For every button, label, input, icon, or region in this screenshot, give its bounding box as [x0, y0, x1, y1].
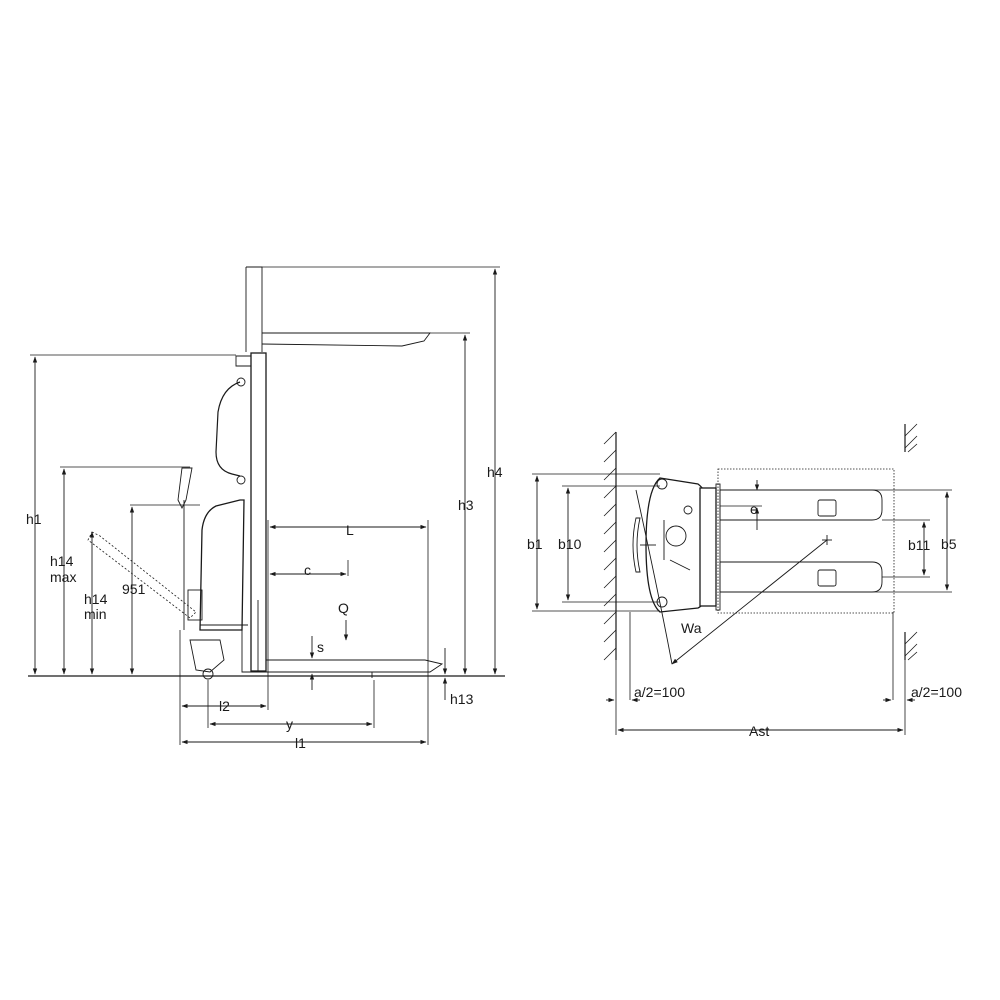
tiller-head [177, 467, 193, 510]
label-c: c [304, 562, 311, 578]
control-knob [683, 505, 693, 515]
load-roller-top [817, 499, 837, 517]
Wa-radius [671, 539, 828, 665]
raised-forks [261, 332, 431, 347]
pallet-outline [717, 468, 895, 614]
drive-wheel [202, 668, 214, 680]
label-h1: h1 [26, 511, 42, 527]
top-view: b1 b10 e b11 b5 Wa a/2=100 a/2=100 Ast [527, 423, 962, 739]
left-wall-hatch [603, 431, 617, 661]
drive-wheel-housing [189, 639, 225, 673]
label-b11: b11 [908, 537, 931, 553]
right-wall-top-hatch [904, 423, 918, 453]
mast-plate [699, 487, 717, 607]
label-b1: b1 [527, 536, 543, 552]
fork-top [719, 489, 883, 521]
label-L: L [346, 522, 354, 538]
tiller-tilted [87, 531, 197, 619]
Wa-arc [635, 489, 673, 665]
label-l1: l1 [295, 735, 306, 751]
mast-side [715, 483, 721, 611]
label-e: e [750, 501, 758, 517]
corner-wheel-tl [656, 478, 668, 490]
label-h14-min-bottom: min [84, 606, 107, 622]
tiller-top [632, 517, 641, 573]
main-mast [250, 352, 267, 672]
label-Ast: Ast [749, 723, 769, 739]
mast-cap [235, 355, 252, 367]
label-Wa: Wa [681, 620, 702, 636]
label-b10: b10 [558, 536, 582, 552]
label-l2: l2 [219, 698, 230, 714]
battery-box [187, 589, 203, 621]
lowered-forks [265, 659, 444, 673]
chassis-body [199, 499, 245, 631]
drive-unit [665, 525, 687, 547]
grip-mount-top [236, 377, 246, 387]
label-h14-max-top: h14 [50, 553, 74, 569]
label-b5: b5 [941, 536, 957, 552]
side-view: h1 h4 h3 h14 max h14 min 951 L c Q s h13… [26, 266, 505, 751]
fork-bottom [719, 561, 883, 593]
load-roller-bottom [817, 569, 837, 587]
grip-handle [215, 381, 241, 477]
chassis-detail [663, 520, 691, 571]
label-h3: h3 [458, 497, 474, 513]
label-h13: h13 [450, 691, 474, 707]
label-y: y [286, 716, 293, 732]
right-wall-bottom-hatch [904, 631, 918, 661]
label-a-half-left: a/2=100 [634, 684, 685, 700]
label-a-half-right: a/2=100 [911, 684, 962, 700]
grip-mount-bottom [236, 475, 246, 485]
label-h14-min-top: h14 [84, 591, 108, 607]
label-s: s [317, 639, 324, 655]
label-h14-max-bottom: max [50, 569, 76, 585]
raised-mast [245, 266, 263, 352]
label-Q: Q [338, 600, 349, 616]
label-951: 951 [122, 581, 146, 597]
label-h4: h4 [487, 464, 503, 480]
